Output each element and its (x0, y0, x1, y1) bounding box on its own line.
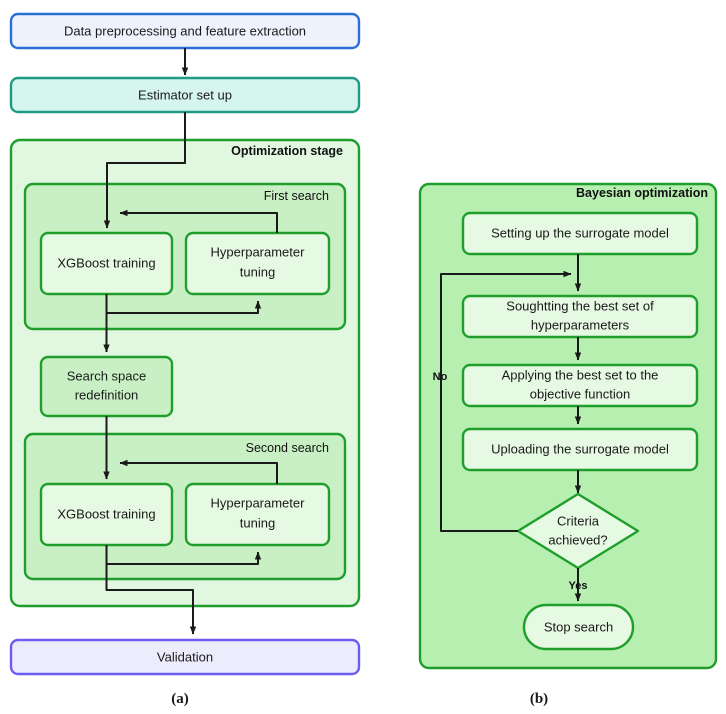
node-applying-best-set[interactable]: Applying the best set to the objective f… (461, 363, 699, 408)
edge-estimator-to-first-xgboost (103, 112, 186, 229)
node-stop-search-shape (522, 603, 635, 651)
node-validation-shape (9, 638, 361, 676)
edge-second-hyper-to-xgboost (119, 459, 278, 484)
node-sought-best-set-shape (461, 294, 699, 339)
node-second-hyperparameter-tuning-label-line1: Hyperparameter (211, 495, 306, 510)
node-second-hyperparameter-tuning[interactable]: Hyperparameter tuning (184, 482, 331, 547)
node-validation[interactable]: Validation (9, 638, 361, 676)
node-criteria-achieved-label-line1: Criteria (557, 513, 600, 528)
node-applying-best-set-shape (461, 363, 699, 408)
panel-b: Bayesian optimization Setting up the sur… (418, 182, 718, 707)
panel-b-caption: (b) (530, 691, 548, 707)
node-second-hyperparameter-tuning-label-line2: tuning (240, 515, 275, 530)
panel-a: Data preprocessing and feature extractio… (9, 12, 361, 707)
node-first-hyperparameter-tuning-label-line2: tuning (240, 264, 275, 279)
group-optimization-stage-title: Optimization stage (231, 144, 343, 158)
node-uploading-surrogate-label: Uploading the surrogate model (491, 441, 669, 456)
node-first-hyperparameter-tuning-label-line1: Hyperparameter (211, 244, 306, 259)
node-first-hyperparameter-tuning[interactable]: Hyperparameter tuning (184, 231, 331, 296)
node-sought-best-set-label-line2: hyperparameters (531, 317, 630, 332)
node-sought-best-set[interactable]: Soughtting the best set of hyperparamete… (461, 294, 699, 339)
node-first-xgboost-training[interactable]: XGBoost training (39, 231, 174, 296)
node-uploading-surrogate-shape (461, 427, 699, 472)
node-surrogate-setup-label: Setting up the surrogate model (491, 225, 669, 240)
node-search-space-redefinition-label-line1: Search space (67, 368, 147, 383)
node-estimator-setup[interactable]: Estimator set up (9, 76, 361, 114)
node-uploading-surrogate[interactable]: Uploading the surrogate model (461, 427, 699, 472)
edge-label-yes: Yes (569, 580, 588, 592)
node-second-xgboost-training-label: XGBoost training (57, 506, 155, 521)
node-surrogate-setup[interactable]: Setting up the surrogate model (461, 211, 699, 256)
edge-label-no: No (433, 371, 448, 383)
node-stop-search[interactable]: Stop search (522, 603, 635, 651)
edge-second-search-to-validation (105, 545, 197, 635)
node-data-preprocessing[interactable]: Data preprocessing and feature extractio… (9, 12, 361, 50)
group-bayesian-optimization-shape (418, 182, 718, 670)
group-bayesian-optimization: Bayesian optimization (418, 182, 718, 670)
node-estimator-setup-label: Estimator set up (138, 87, 232, 102)
node-first-xgboost-training-label: XGBoost training (57, 255, 155, 270)
node-first-hyperparameter-tuning-shape (184, 231, 331, 296)
node-sought-best-set-label-line1: Soughtting the best set of (506, 298, 654, 313)
group-first-search-title: First search (264, 189, 329, 203)
node-validation-label: Validation (157, 649, 213, 664)
node-surrogate-setup-shape (461, 211, 699, 256)
node-search-space-redefinition-label-line2: redefinition (75, 387, 139, 402)
node-criteria-achieved-label-line2: achieved? (548, 532, 607, 547)
node-applying-best-set-label-line2: objective function (530, 386, 630, 401)
node-applying-best-set-label-line1: Applying the best set to the (502, 367, 659, 382)
panel-a-caption: (a) (171, 691, 189, 707)
group-second-search-title: Second search (246, 441, 329, 455)
group-bayesian-optimization-title: Bayesian optimization (576, 186, 708, 200)
edge-criteria-no-feedback (440, 270, 572, 532)
node-second-hyperparameter-tuning-shape (184, 482, 331, 547)
node-search-space-redefinition[interactable]: Search space redefinition (39, 355, 174, 418)
node-second-xgboost-training[interactable]: XGBoost training (39, 482, 174, 547)
node-data-preprocessing-label: Data preprocessing and feature extractio… (64, 23, 306, 38)
node-stop-search-label: Stop search (544, 619, 613, 634)
edge-first-hyper-to-xgboost (119, 209, 278, 233)
node-criteria-achieved[interactable]: Criteria achieved? (516, 492, 640, 570)
